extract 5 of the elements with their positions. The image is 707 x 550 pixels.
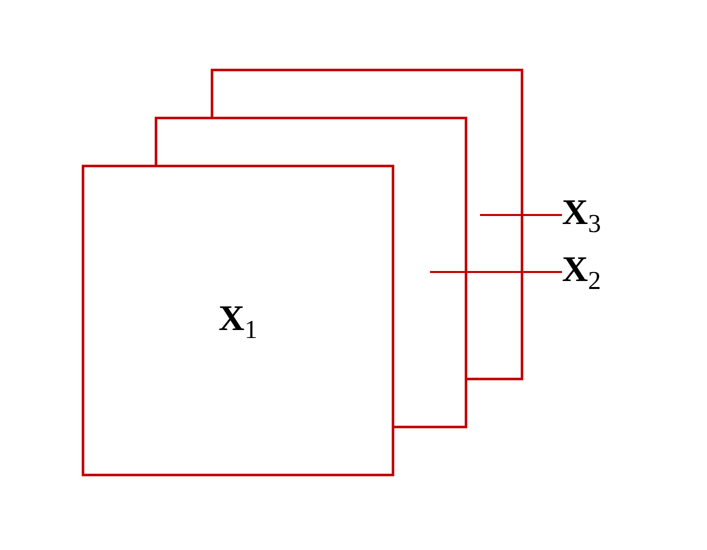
leader-line xyxy=(480,214,562,216)
matrix-label: X$_{2}$ xyxy=(562,248,601,296)
leader-line xyxy=(430,271,562,273)
matrix-label: X$_{3}$ xyxy=(562,191,601,239)
matrix-label: X$_{1}$ xyxy=(218,296,258,344)
